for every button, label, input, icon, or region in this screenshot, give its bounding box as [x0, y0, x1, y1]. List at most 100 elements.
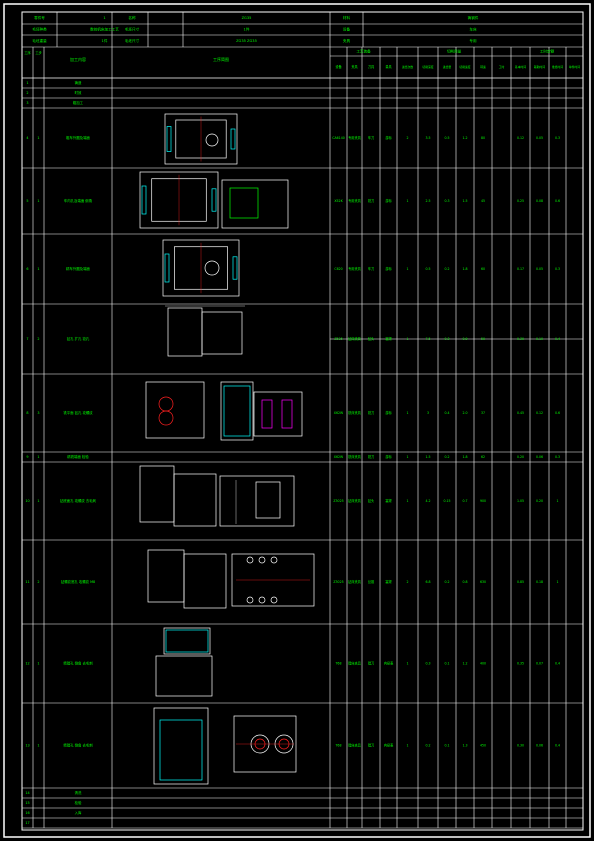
sketch-thread-hole: [270, 596, 278, 604]
sketch-side-inner: [229, 187, 259, 219]
row-name: 精镗孔 倒角 去毛刺: [63, 661, 93, 666]
row-seq: 17: [25, 821, 29, 825]
sketch-cut-face: [141, 185, 147, 215]
row-step: 1: [37, 662, 39, 666]
row-seq: 12: [25, 662, 29, 666]
row-value: 900: [480, 499, 486, 503]
sketch-housing: [162, 239, 240, 297]
row-step: 3: [37, 411, 39, 415]
row-name: 检验: [75, 800, 82, 805]
sketch-hole-section: [261, 399, 273, 429]
row-value: 游标: [385, 266, 392, 271]
row-value: 0.4: [555, 744, 560, 748]
sketch-slot: [255, 481, 281, 519]
row-value: 1: [556, 499, 558, 503]
row-value: 0.7: [462, 499, 467, 503]
sketch-cut-face: [165, 629, 209, 653]
row-value: 80: [481, 136, 485, 140]
row-value: 2.5: [425, 199, 430, 203]
row-value: 铣床夹具: [348, 410, 362, 415]
row-value: 钻床夹具: [348, 498, 362, 503]
sketch-top-view: [219, 475, 295, 527]
row-value: 0.4: [555, 337, 560, 341]
row-value: 0.30: [517, 744, 524, 748]
row-value: 游标: [385, 454, 392, 459]
header-cell: 1件: [102, 38, 108, 43]
row-seq: 13: [25, 744, 29, 748]
row-value: 1.8: [462, 267, 467, 271]
col-header-cutting: 切削用量: [447, 49, 462, 54]
row-value: 1.05: [517, 499, 524, 503]
sketch-bore: [204, 260, 220, 276]
header-cell: 名称: [128, 15, 136, 20]
row-value: CA6140: [332, 136, 345, 140]
row-value: 0.12: [536, 411, 543, 415]
row-value: Z3025: [333, 499, 343, 503]
row-step: 2: [37, 580, 39, 584]
row-value: 37: [481, 411, 485, 415]
row-name: 精镗孔 倒角 去毛刺: [63, 743, 93, 748]
sketch-cut-face: [164, 253, 170, 283]
sketch-section: [220, 381, 254, 441]
row-step: 1: [37, 455, 39, 459]
row-value: Z525: [334, 337, 342, 341]
sketch-thread-hole: [246, 596, 254, 604]
sketch-section: [253, 391, 303, 437]
row-value: 0.8: [462, 580, 467, 584]
header-cell: 材料: [343, 15, 351, 20]
row-value: 镗刀: [368, 661, 374, 666]
row-seq: 16: [25, 811, 29, 815]
row-value: 400: [480, 662, 486, 666]
header-cell: ZG35: [242, 16, 252, 20]
row-value: 丝锥: [368, 579, 375, 584]
row-seq: 9: [26, 455, 28, 459]
row-name: 清洗: [75, 790, 82, 795]
row-value: 游标: [385, 135, 392, 140]
row-value: 0.9: [462, 337, 467, 341]
row-value: 内径表: [384, 743, 394, 748]
sketch-thread-hole: [258, 596, 266, 604]
row-value: T68: [334, 662, 341, 666]
row-seq: 5: [26, 199, 28, 203]
sketch-block: [201, 311, 243, 355]
row-seq: 1: [26, 81, 28, 85]
row-value: 0.45: [517, 411, 524, 415]
row-value: 1: [406, 744, 408, 748]
row-value: 0.6: [555, 411, 560, 415]
row-name: 钻底面孔 攻螺纹 去毛刺: [60, 498, 97, 503]
row-name: 粗车外圆及端面: [66, 135, 90, 140]
row-value: 630: [480, 580, 486, 584]
sketch-block: [173, 473, 217, 527]
row-seq: 7: [26, 337, 28, 341]
row-value: 1: [406, 455, 408, 459]
header-cell: 毛坯尺寸: [125, 38, 140, 43]
row-value: 1.5: [425, 455, 430, 459]
row-value: 1: [406, 337, 408, 341]
row-value: 0.1: [444, 744, 449, 748]
row-value: 0.06: [536, 744, 543, 748]
row-value: 铣刀: [368, 454, 374, 459]
sketch-cut-face: [211, 188, 217, 212]
row-value: 1: [406, 199, 408, 203]
row-value: 0.17: [517, 267, 524, 271]
header-cell: 专用: [469, 38, 477, 43]
row-value: 1.8: [462, 455, 467, 459]
row-value: 7.5: [425, 337, 430, 341]
sketch-cut-face: [232, 256, 238, 280]
row-value: 0.5: [425, 267, 430, 271]
col-sub-time: 基本时间: [515, 65, 526, 69]
table-grid: [21, 11, 584, 829]
row-value: 0.3: [425, 662, 430, 666]
row-value: 铣刀: [368, 198, 374, 203]
col-sub-cutting: 转速: [480, 65, 486, 69]
row-value: X52K: [334, 199, 343, 203]
sketch-top-part: [163, 627, 211, 655]
row-value: 0.12: [517, 136, 524, 140]
header-cell: 毛坯重量: [32, 38, 47, 43]
header-cell: 1件: [244, 27, 250, 32]
row-name: 钻孔 扩孔 铰孔: [67, 336, 90, 341]
row-value: 50: [481, 337, 485, 341]
row-value: 0.15: [443, 499, 450, 503]
row-value: 62: [481, 455, 485, 459]
